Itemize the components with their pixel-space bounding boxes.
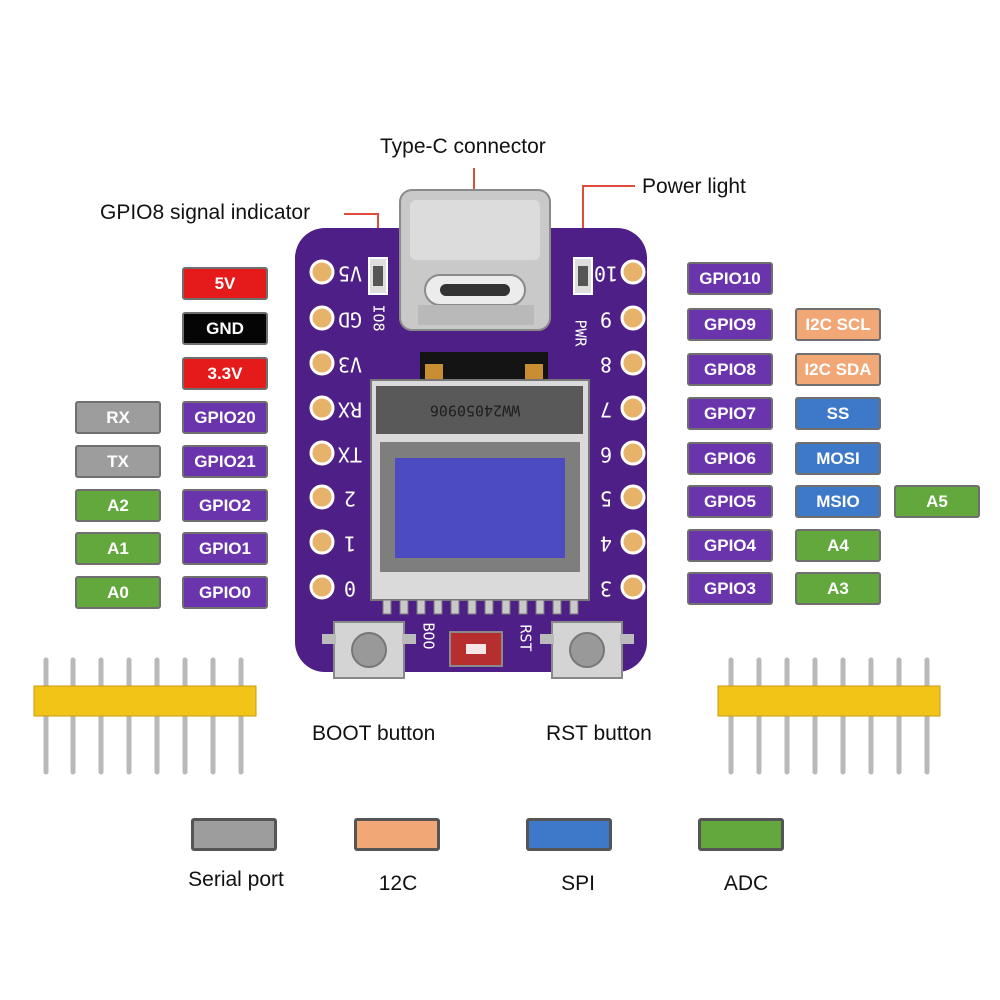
silk-right-7: 3 bbox=[600, 577, 612, 601]
oled-code: WW24050906 bbox=[430, 402, 520, 420]
func-i2c-sda: I2C SDA bbox=[795, 353, 881, 386]
func-ss: SS bbox=[795, 397, 881, 430]
silk-left: V5 GD V3 RX TX 2 1 0 bbox=[338, 262, 362, 601]
left-pads bbox=[309, 259, 335, 600]
pin-gpio21: GPIO21 bbox=[182, 445, 268, 478]
func-rx: RX bbox=[75, 401, 161, 434]
pin-3v3: 3.3V bbox=[182, 357, 268, 390]
legend-label-i2c: 12C bbox=[378, 872, 418, 895]
func-msio: MSIO bbox=[795, 485, 881, 518]
legend-swatch-serial bbox=[191, 818, 277, 851]
right-pads bbox=[620, 259, 646, 600]
silk-left-6: 1 bbox=[344, 532, 356, 556]
silk-rst: RST bbox=[517, 624, 535, 651]
silk-left-2: V3 bbox=[338, 353, 362, 377]
silk-left-4: TX bbox=[338, 443, 362, 467]
legend-swatch-i2c bbox=[354, 818, 440, 851]
func-tx: TX bbox=[75, 445, 161, 478]
silk-right-5: 5 bbox=[600, 487, 612, 511]
silk-left-1: GD bbox=[338, 308, 362, 332]
pin-5v: 5V bbox=[182, 267, 268, 300]
silk-right: 10 9 8 7 6 5 4 3 bbox=[594, 262, 618, 601]
rst-button-label: RST button bbox=[546, 722, 652, 745]
silk-right-0: 10 bbox=[594, 262, 618, 286]
pin-gpio7: GPIO7 bbox=[687, 397, 773, 430]
pin-gpio6: GPIO6 bbox=[687, 442, 773, 475]
func-a2: A2 bbox=[75, 489, 161, 522]
silk-right-2: 8 bbox=[600, 353, 612, 377]
power-light-label: Power light bbox=[642, 175, 746, 198]
silk-left-3: RX bbox=[338, 398, 362, 422]
pin-gpio9: GPIO9 bbox=[687, 308, 773, 341]
func-a1: A1 bbox=[75, 532, 161, 565]
func-mosi: MOSI bbox=[795, 442, 881, 475]
pin-gpio2: GPIO2 bbox=[182, 489, 268, 522]
func-i2c-scl: I2C SCL bbox=[795, 308, 881, 341]
silk-io8: IO8 bbox=[370, 304, 388, 331]
func-a4: A4 bbox=[795, 529, 881, 562]
pin-header-right bbox=[717, 657, 941, 775]
pin-header-left bbox=[33, 657, 257, 775]
silk-boo: BOO bbox=[420, 622, 438, 649]
silk-right-4: 6 bbox=[600, 443, 612, 467]
silk-left-5: 2 bbox=[344, 487, 356, 511]
usb-c-connector bbox=[399, 189, 551, 331]
func-a5: A5 bbox=[894, 485, 980, 518]
oled-pins bbox=[382, 599, 579, 615]
silk-right-1: 9 bbox=[600, 308, 612, 332]
pin-gpio10: GPIO10 bbox=[687, 262, 773, 295]
func-a3: A3 bbox=[795, 572, 881, 605]
pin-gpio1: GPIO1 bbox=[182, 532, 268, 565]
pin-gpio4: GPIO4 bbox=[687, 529, 773, 562]
silk-right-6: 4 bbox=[600, 532, 612, 556]
legend-label-spi: SPI bbox=[561, 872, 595, 895]
silk-left-0: V5 bbox=[338, 262, 362, 286]
oled-module: WW24050906 bbox=[370, 379, 590, 601]
boot-button bbox=[322, 621, 416, 679]
pin-gpio8: GPIO8 bbox=[687, 353, 773, 386]
gpio8-indicator-label: GPIO8 signal indicator bbox=[100, 201, 311, 224]
legend-swatch-spi bbox=[526, 818, 612, 851]
pin-gpio0: GPIO0 bbox=[182, 576, 268, 609]
silk-pwr: PWR bbox=[572, 319, 590, 347]
legend-label-serial: Serial port bbox=[188, 868, 284, 891]
pin-gpio3: GPIO3 bbox=[687, 572, 773, 605]
legend-swatch-adc bbox=[698, 818, 784, 851]
func-a0: A0 bbox=[75, 576, 161, 609]
silk-right-3: 7 bbox=[600, 398, 612, 422]
pin-gpio20: GPIO20 bbox=[182, 401, 268, 434]
silk-left-7: 0 bbox=[344, 577, 356, 601]
pin-gnd: GND bbox=[182, 312, 268, 345]
rst-button bbox=[540, 621, 634, 679]
legend-label-adc: ADC bbox=[723, 872, 769, 895]
boot-button-label: BOOT button bbox=[312, 722, 436, 745]
type-c-connector-label: Type-C connector bbox=[380, 135, 546, 158]
pin-gpio5: GPIO5 bbox=[687, 485, 773, 518]
